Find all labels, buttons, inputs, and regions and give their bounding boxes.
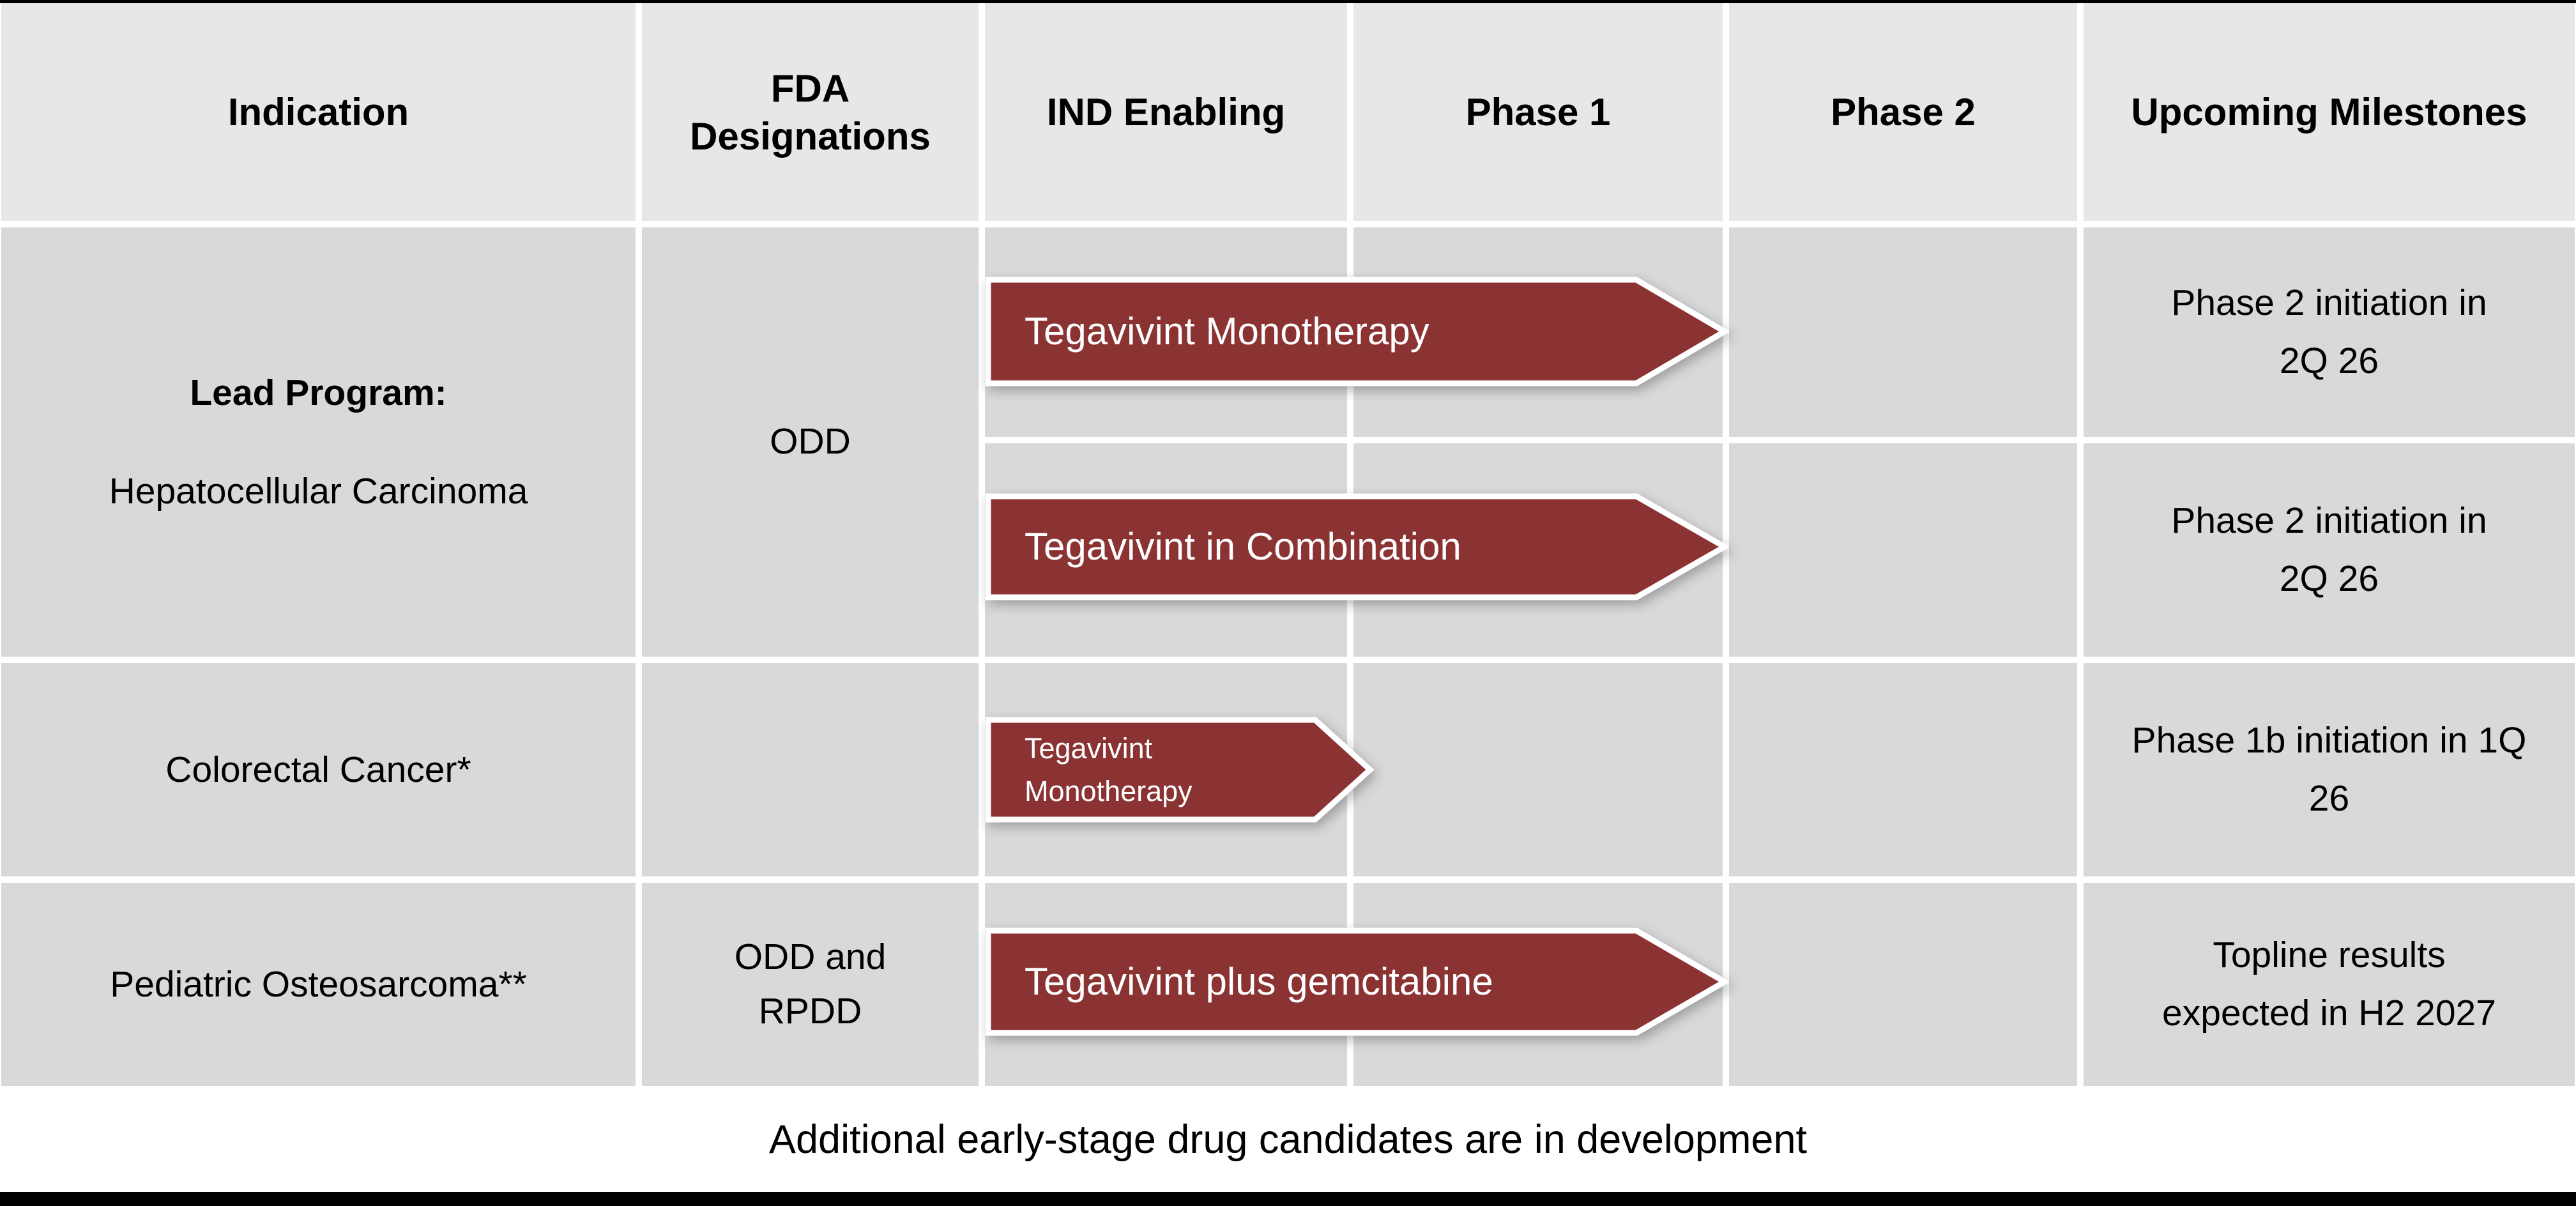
column-header-indication: Indication bbox=[1, 3, 636, 221]
fda-designation-colorectal bbox=[642, 663, 979, 876]
indication-text: Lead Program: Hepatocellular Carcinoma bbox=[109, 369, 528, 515]
fda-text: ODD bbox=[770, 421, 851, 462]
stage-cell-osteo-phase-2 bbox=[1729, 883, 2077, 1086]
header-label: FDA Designations bbox=[690, 66, 931, 158]
stage-cell-crc-phase-2 bbox=[1729, 663, 2077, 876]
fda-text: ODD and RPDD bbox=[734, 936, 887, 1032]
top-border-bar bbox=[0, 0, 2576, 3]
column-header-upcoming-milestones: Upcoming Milestones bbox=[2084, 3, 2575, 221]
fda-designation-osteosarcoma: ODD and RPDD bbox=[642, 883, 979, 1086]
arrow-shape bbox=[985, 493, 1729, 600]
fda-designation-hcc: ODD bbox=[642, 227, 979, 657]
indication-text: Pediatric Osteosarcoma** bbox=[110, 963, 527, 1005]
header-label: Upcoming Milestones bbox=[2131, 91, 2527, 134]
arrow-label: Tegavivint Monotherapy bbox=[1025, 731, 1193, 808]
indication-pediatric-osteosarcoma: Pediatric Osteosarcoma** bbox=[1, 883, 636, 1086]
milestone-text: Phase 2 initiation in 2Q 26 bbox=[2171, 282, 2487, 381]
header-label: Phase 1 bbox=[1465, 91, 1611, 134]
indication-text: Colorectal Cancer* bbox=[165, 749, 471, 790]
arrow-shape bbox=[985, 717, 1375, 823]
milestone-osteosarcoma: Topline results expected in H2 2027 bbox=[2084, 883, 2575, 1086]
milestone-text: Phase 2 initiation in 2Q 26 bbox=[2171, 500, 2487, 599]
bottom-border-bar bbox=[0, 1192, 2576, 1206]
lead-program-label: Lead Program: bbox=[190, 372, 447, 413]
column-header-phase-2: Phase 2 bbox=[1729, 3, 2077, 221]
column-header-phase-1: Phase 1 bbox=[1353, 3, 1723, 221]
arrow-shape bbox=[985, 277, 1729, 386]
indication-hepatocellular-carcinoma: Lead Program: Hepatocellular Carcinoma bbox=[1, 227, 636, 657]
indication-colorectal-cancer: Colorectal Cancer* bbox=[1, 663, 636, 876]
stage-cell-hcc-b-phase-2 bbox=[1729, 443, 2077, 657]
header-label: Phase 2 bbox=[1831, 91, 1976, 134]
stage-cell-crc-phase-1 bbox=[1353, 663, 1723, 876]
arrow-label: Tegavivint plus gemcitabine bbox=[1025, 960, 1493, 1003]
arrow-label: Tegavivint Monotherapy bbox=[1025, 310, 1429, 353]
header-label: IND Enabling bbox=[1046, 91, 1286, 134]
pipeline-arrow-hcc-monotherapy: Tegavivint Monotherapy bbox=[985, 277, 1729, 386]
header-label: Indication bbox=[227, 91, 409, 134]
milestone-text: Phase 1b initiation in 1Q 26 bbox=[2131, 719, 2527, 819]
milestone-hcc-monotherapy: Phase 2 initiation in 2Q 26 bbox=[2084, 227, 2575, 437]
arrow-label: Tegavivint in Combination bbox=[1025, 525, 1461, 568]
indication-name: Hepatocellular Carcinoma bbox=[109, 471, 528, 512]
milestone-colorectal: Phase 1b initiation in 1Q 26 bbox=[2084, 663, 2575, 876]
milestone-hcc-combination: Phase 2 initiation in 2Q 26 bbox=[2084, 443, 2575, 657]
pipeline-arrow-colorectal-monotherapy: Tegavivint Monotherapy bbox=[985, 717, 1375, 823]
stage-cell-hcc-a-phase-2 bbox=[1729, 227, 2077, 437]
pipeline-arrow-osteosarcoma-gemcitabine: Tegavivint plus gemcitabine bbox=[985, 927, 1729, 1036]
column-header-ind-enabling: IND Enabling bbox=[985, 3, 1347, 221]
pipeline-arrow-hcc-combination: Tegavivint in Combination bbox=[985, 493, 1729, 600]
arrow-shape bbox=[985, 927, 1729, 1036]
column-header-fda-designations: FDA Designations bbox=[642, 3, 979, 221]
milestone-text: Topline results expected in H2 2027 bbox=[2162, 934, 2496, 1034]
footer-caption: Additional early-stage drug candidates a… bbox=[768, 1117, 1808, 1162]
